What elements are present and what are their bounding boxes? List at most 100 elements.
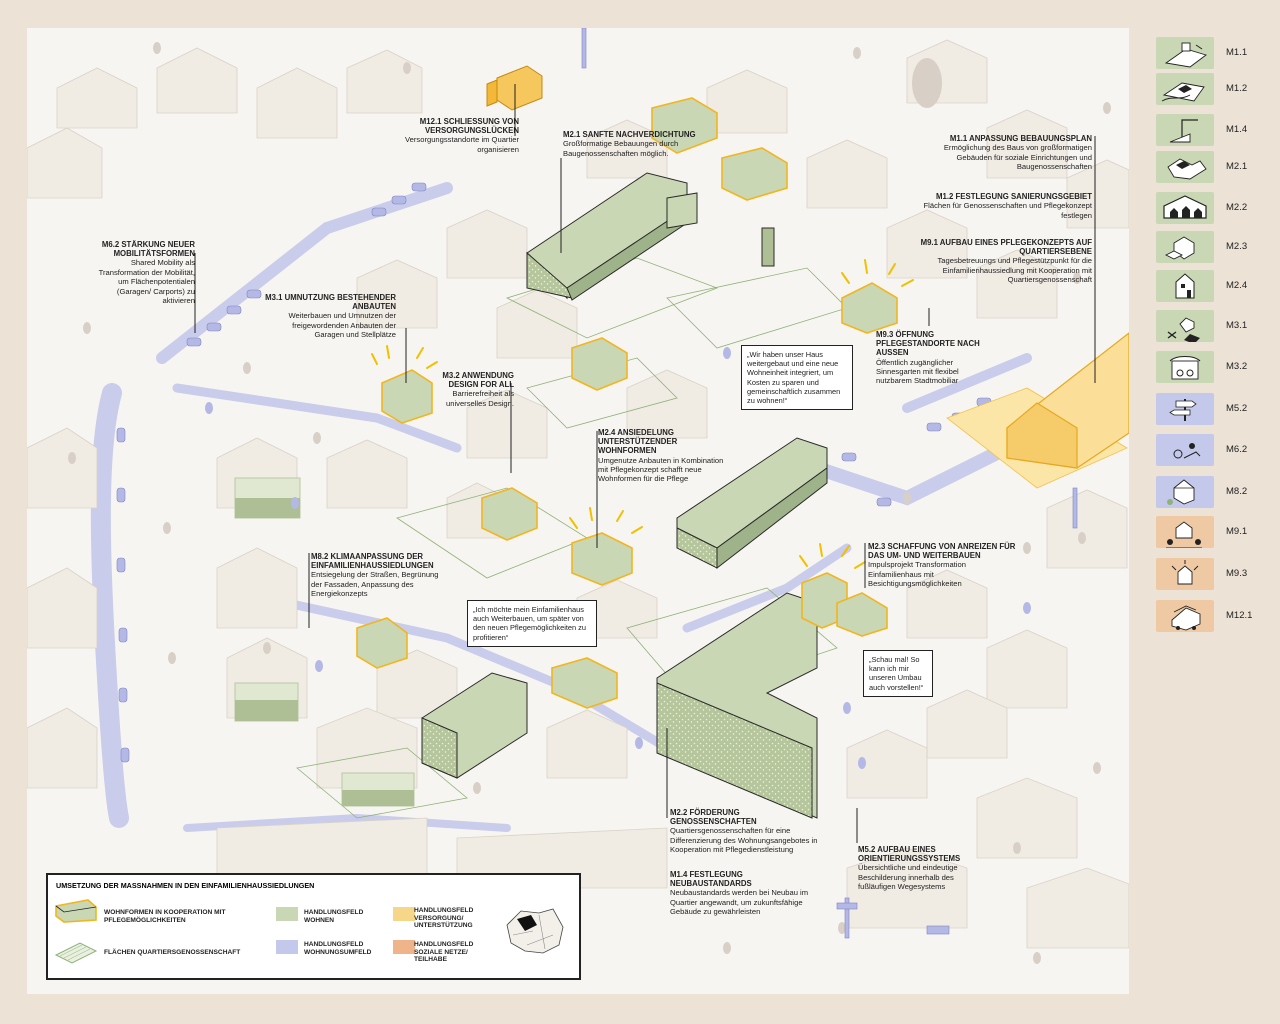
annotation-m3-2-title: M3.2 ANWENDUNG DESIGN FOR ALL [442, 371, 514, 390]
annotation-m1-4-body: Neubaustandards werden bei Neubau im Qua… [670, 888, 809, 917]
sidebar-item-m1-4: M1.4 [1153, 114, 1278, 146]
speech-bubble-look-text: „Schau mal! So kann ich mir unseren Umba… [869, 655, 924, 692]
leader-lines [194, 84, 1096, 843]
annotation-m2-2: M2.2 FÖRDERUNG GENOSSENSCHAFTEN Quartier… [670, 808, 820, 855]
sidebar-item-m8-2: M8.2 [1153, 476, 1278, 508]
sidebar-label-m9-1: M9.1 [1226, 526, 1248, 537]
legend-title: UMSETZUNG DER MASSNAHMEN IN DEN EINFAMIL… [56, 881, 315, 890]
annotation-m3-1-title: M3.1 UMNUTZUNG BESTEHENDER ANBAUTEN [265, 293, 396, 312]
legend-swatch-soziale-netze [393, 940, 415, 954]
sidebar-label-m9-3: M9.3 [1226, 568, 1248, 579]
district-plan-icon [1156, 73, 1214, 105]
sidebar-label-m8-2: M8.2 [1226, 486, 1248, 497]
annotation-m12-1-body: Versorgungsstandorte im Quartier organis… [405, 135, 519, 154]
care-concept-icon [1156, 516, 1214, 548]
annotation-m3-1: M3.1 UMNUTZUNG BESTEHENDER ANBAUTEN Weit… [265, 293, 396, 340]
care-opening-icon [1156, 558, 1214, 590]
sidebar-item-m5-2: M5.2 [1153, 393, 1278, 425]
sidebar-item-m2-1: M2.1 [1153, 151, 1278, 183]
annotation-m1-2: M1.2 FESTLEGUNG SANIERUNGSGEBIET Flächen… [897, 192, 1092, 220]
sidebar-label-m12-1: M12.1 [1226, 610, 1253, 621]
annotation-m9-3-title: M9.3 ÖFFNUNG PFLEGESTANDORTE NACH AUSSEN [876, 330, 980, 358]
speech-bubble-extension: „Wir haben unser Haus weitergebaut und e… [741, 345, 853, 411]
legend: UMSETZUNG DER MASSNAHMEN IN DEN EINFAMIL… [46, 873, 581, 980]
sidebar-item-m1-2: M1.2 [1153, 73, 1278, 105]
existing-houses [27, 39, 1129, 949]
annotation-m12-1-title: M12.1 SCHLIEßUNG VON VERSORGUNGSLÜCKEN [419, 117, 519, 136]
annotation-m9-1-body: Tagesbetreuungs und Pflegestützpunkt für… [937, 256, 1092, 285]
annotation-m9-3-body: Öffentlich zugänglicher Sinnesgarten mit… [876, 357, 959, 386]
garage-conversion-icon [1156, 310, 1214, 342]
annotation-m5-2-title: M5.2 AUFBAU EINES ORIENTIERUNGSSYSTEMS [858, 845, 961, 864]
annotation-m2-4: M2.4 ANSIEDELUNG UNTERSTÜTZENDER WOHNFOR… [598, 428, 730, 484]
speech-bubble-look: „Schau mal! So kann ich mir unseren Umba… [863, 650, 933, 697]
sidebar-item-m6-2: M6.2 [1153, 434, 1278, 466]
annotation-m1-1: M1.1 ANPASSUNG BEBAUUNGSPLAN Ermöglichun… [922, 134, 1092, 171]
green-buildings [234, 97, 898, 819]
signpost-icon [1156, 393, 1214, 425]
supply-truck [486, 65, 543, 111]
highlight-rays [371, 259, 914, 569]
locator-map-icon [506, 908, 564, 954]
sidebar-label-m6-2: M6.2 [1226, 444, 1248, 455]
speech-bubble-extension-text: „Wir haben unser Haus weitergebaut und e… [747, 350, 841, 406]
annotation-m2-4-title: M2.4 ANSIEDELUNG UNTERSTÜTZENDER WOHNFOR… [598, 428, 678, 456]
annotation-m2-2-body: Quartiersgenossenschaften für eine Diffe… [670, 826, 818, 855]
speech-bubble-future-care: „Ich möchte mein Einfamilienhaus auch We… [467, 600, 597, 647]
sidebar-item-m2-4: M2.4 [1153, 270, 1278, 302]
sidebar-label-m5-2: M5.2 [1226, 403, 1248, 414]
annotation-m2-3: M2.3 SCHAFFUNG VON ANREIZEN FÜR DAS UM- … [868, 542, 1018, 589]
annotation-m2-1: M2.1 SANFTE NACHVERDICHTUNG Großformatig… [563, 130, 713, 158]
supply-truck-icon [1156, 600, 1214, 632]
cooperative-icon [1156, 192, 1214, 224]
shared-mobility-icon [1156, 434, 1214, 466]
annotation-m8-2-title: M8.2 KLIMAANPASSUNG DER EINFAMILIENHAUSS… [311, 552, 434, 571]
annotation-m9-1-title: M9.1 AUFBAU EINES PFLEGEKONZEPTS AUF QUA… [920, 238, 1092, 257]
annotation-m8-2: M8.2 KLIMAANPASSUNG DER EINFAMILIENHAUSS… [311, 552, 449, 599]
annotation-m1-2-body: Flächen für Genossenschaften und Pflegek… [923, 201, 1092, 220]
design-for-all-icon [1156, 351, 1214, 383]
annotation-m3-2-body: Barrierefreiheit als universelles Design… [446, 389, 514, 408]
annotation-m1-4-title: M1.4 FESTLEGUNG NEUBAUSTANDARDS [670, 870, 752, 889]
annotation-m2-1-body: Großformatige Bebauungen durch Baugenoss… [563, 139, 679, 158]
care-building [1006, 332, 1129, 469]
legend-swatch-cooperative-area [54, 942, 98, 964]
sidebar-item-m1-1: M1.1 [1153, 37, 1278, 69]
legend-swatch-wohnen [276, 907, 298, 921]
annotation-m12-1: M12.1 SCHLIEßUNG VON VERSORGUNGSLÜCKEN V… [382, 117, 519, 154]
legend-swatch-wohnungsumfeld [276, 940, 298, 954]
annotation-m9-3: M9.3 ÖFFNUNG PFLEGESTANDORTE NACH AUSSEN… [876, 330, 991, 386]
annotation-m2-2-title: M2.2 FÖRDERUNG GENOSSENSCHAFTEN [670, 808, 757, 827]
sidebar-label-m3-2: M3.2 [1226, 361, 1248, 372]
trees [68, 42, 1111, 964]
legend-label-care-housing: WOHNFORMEN IN KOOPERATION MIT PFLEGEMÖGL… [104, 909, 226, 924]
annotation-m2-1-title: M2.1 SANFTE NACHVERDICHTUNG [563, 130, 696, 139]
signposts [581, 28, 1078, 939]
annotation-m5-2: M5.2 AUFBAU EINES ORIENTIERUNGSSYSTEMS Ü… [858, 845, 993, 892]
sidebar-item-m9-3: M9.3 [1153, 558, 1278, 590]
sidebar-label-m2-1: M2.1 [1226, 161, 1248, 172]
annotation-m2-3-title: M2.3 SCHAFFUNG VON ANREIZEN FÜR DAS UM- … [868, 542, 1016, 561]
sidebar-item-m3-2: M3.2 [1153, 351, 1278, 383]
legend-label-cooperative-area: FLÄCHEN QUARTIERSGENOSSENSCHAFT [104, 949, 241, 956]
map-drawing [27, 28, 1129, 964]
purple-trees [205, 347, 1031, 769]
sidebar-label-m2-4: M2.4 [1226, 280, 1248, 291]
densification-icon [1156, 151, 1214, 183]
annotation-m5-2-body: Übersichtliche und eindeutige Beschilder… [858, 863, 958, 892]
annotation-m6-2: M6.2 STÄRKUNG NEUER MOBILITÄTSFORMEN Sha… [87, 240, 195, 305]
annotation-m1-4: M1.4 FESTLEGUNG NEUBAUSTANDARDS Neubaust… [670, 870, 820, 917]
sidebar-label-m2-2: M2.2 [1226, 202, 1248, 213]
annotation-m1-1-body: Ermöglichung des Baus von großformatigen… [943, 143, 1092, 172]
annotation-m6-2-body: Shared Mobility als Transformation der M… [98, 258, 195, 306]
axonometric-map: M12.1 SCHLIEßUNG VON VERSORGUNGSLÜCKEN V… [27, 28, 1129, 994]
annotation-m2-3-body: Impulsprojekt Transformation Einfamilien… [868, 560, 966, 589]
house-extension-icon [1156, 231, 1214, 263]
annotation-m3-2: M3.2 ANWENDUNG DESIGN FOR ALL Barrierefr… [427, 371, 514, 408]
legend-label-soziale-netze: HANDLUNGSFELD SOZIALE NETZE/ TEILHABE [414, 941, 474, 964]
crane-icon [1156, 114, 1214, 146]
annotation-m9-1: M9.1 AUFBAU EINES PFLEGEKONZEPTS AUF QUA… [912, 238, 1092, 285]
sidebar-item-m2-3: M2.3 [1153, 231, 1278, 263]
sidebar-label-m3-1: M3.1 [1226, 320, 1248, 331]
sidebar-label-m1-2: M1.2 [1226, 83, 1248, 94]
